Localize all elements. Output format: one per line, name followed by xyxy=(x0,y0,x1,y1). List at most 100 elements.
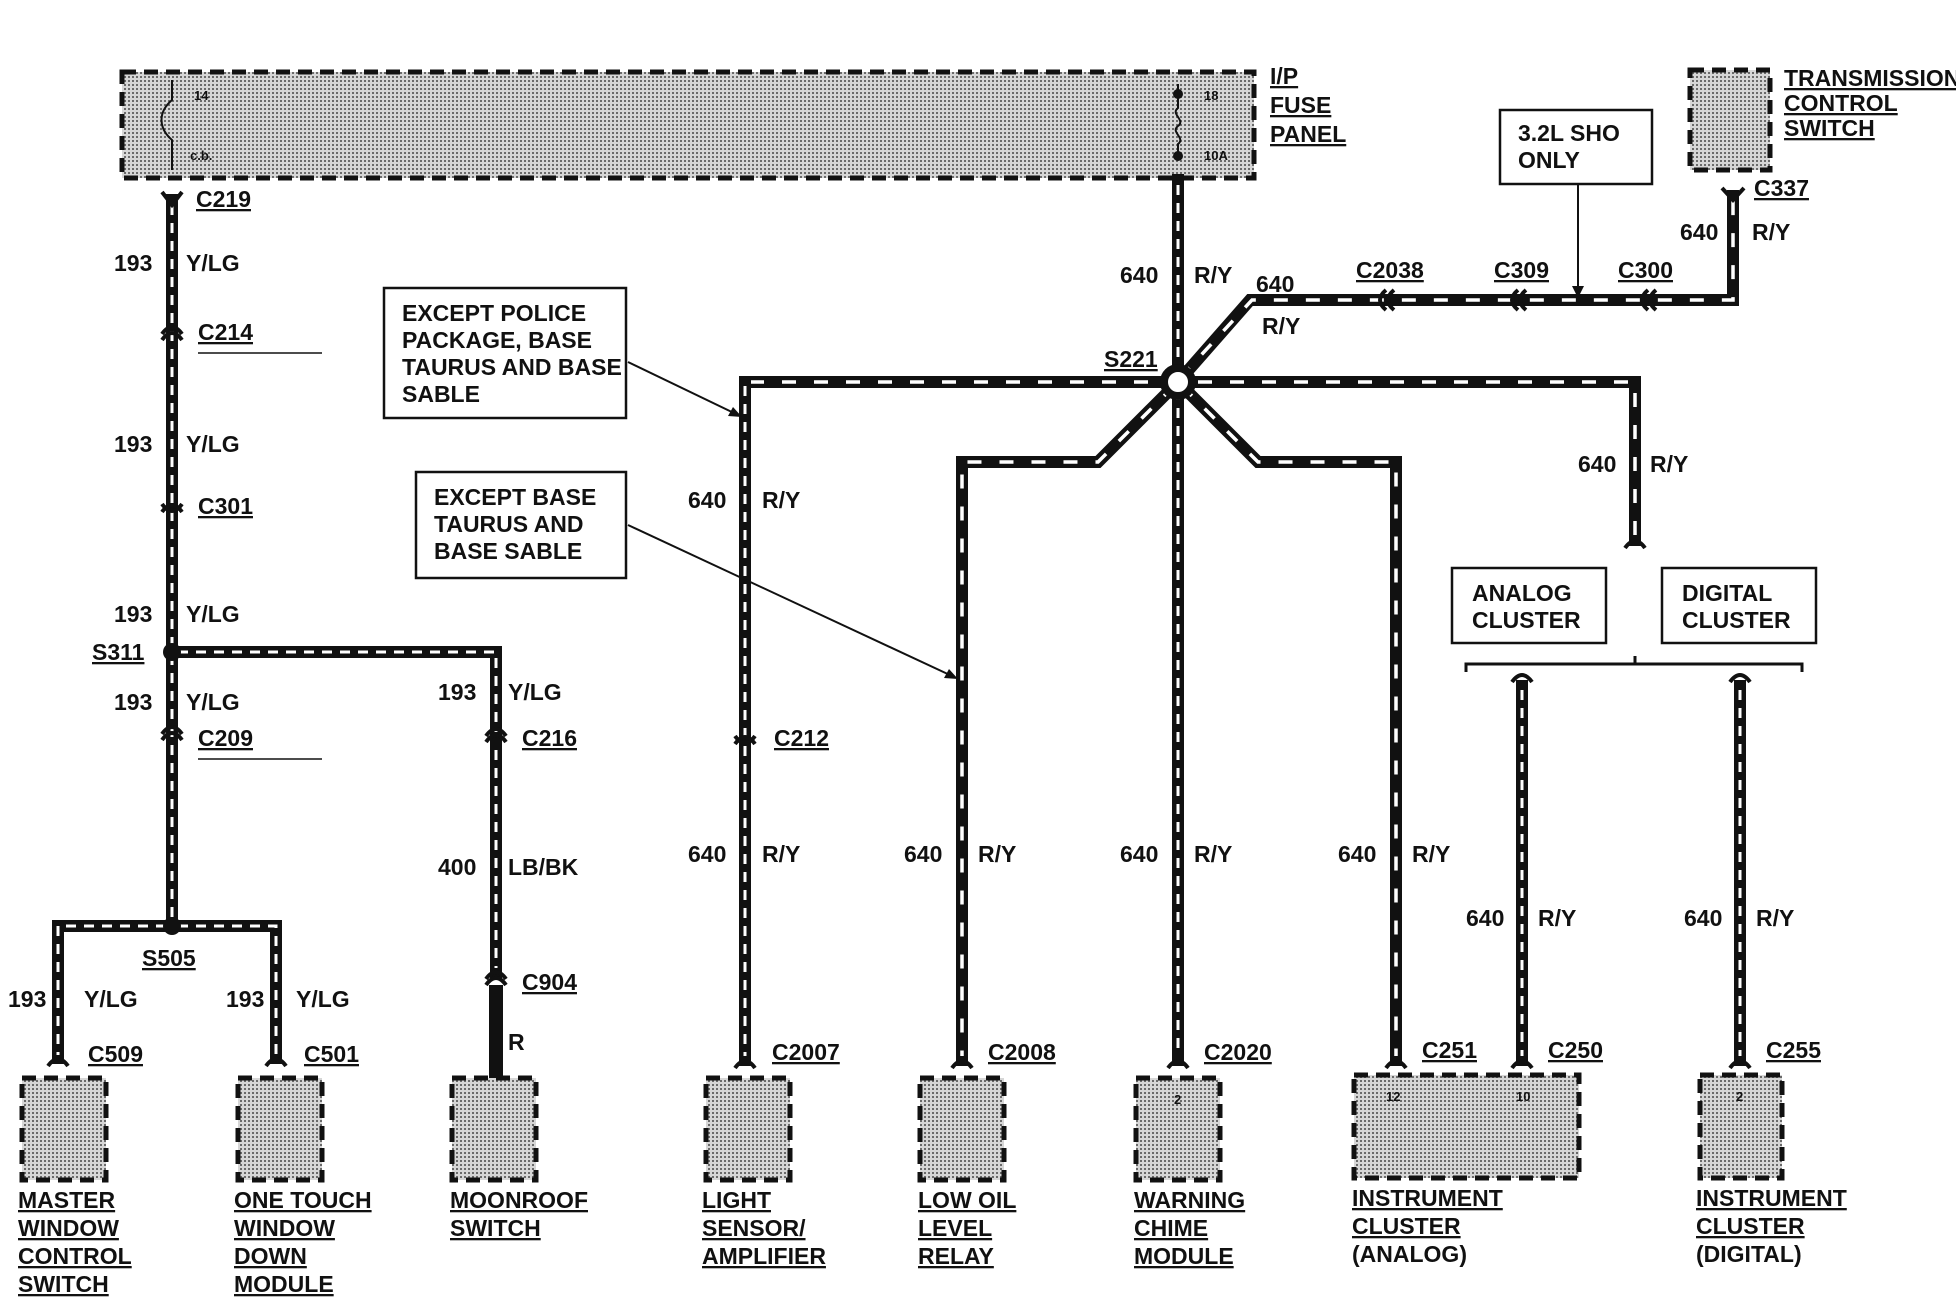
connector-c250 xyxy=(1510,1059,1534,1070)
fuse-panel-label-3: PANEL xyxy=(1270,121,1346,147)
fuse-panel-label-2: FUSE xyxy=(1270,92,1331,118)
wire-400-label: 400 xyxy=(438,854,476,880)
splice-s311-label: S311 xyxy=(92,639,145,665)
wire-ylg-label-5: Y/LG xyxy=(508,679,562,705)
pointer-sho-only xyxy=(1572,184,1584,298)
note-except-police xyxy=(382,286,628,420)
wire-ylg-label-7: Y/LG xyxy=(296,986,350,1012)
warning-chime-label-1: WARNING xyxy=(1134,1187,1245,1213)
connector-c212 xyxy=(733,734,757,746)
note-police-line-3: TAURUS AND BASE xyxy=(402,354,622,380)
connector-c501-label: C501 xyxy=(304,1041,359,1067)
wire-640-label-trans: 640 xyxy=(1256,271,1294,297)
note-except-base xyxy=(414,470,628,580)
note-base-line-1: EXCEPT BASE xyxy=(434,484,596,510)
connector-c2008 xyxy=(950,1059,974,1070)
connector-c2007 xyxy=(733,1059,757,1070)
cluster-digital-label-3: (DIGITAL) xyxy=(1696,1241,1802,1267)
connector-c251-label: C251 xyxy=(1422,1037,1477,1063)
light-sensor-label-2: SENSOR/ xyxy=(702,1215,806,1241)
connector-c337-label: C337 xyxy=(1754,175,1809,201)
moonroof-label-2: SWITCH xyxy=(450,1215,541,1241)
trans-switch-label-1: TRANSMISSION xyxy=(1784,65,1956,91)
one-touch-label-3: DOWN xyxy=(234,1243,307,1269)
circuit-640-cluster xyxy=(1169,373,1402,1066)
pin-digital: 2 xyxy=(1736,1089,1743,1104)
connector-c2020-label: C2020 xyxy=(1204,1039,1272,1065)
connector-c309-label: C309 xyxy=(1494,257,1549,283)
warning-chime-label-3: MODULE xyxy=(1134,1243,1234,1269)
connector-c501 xyxy=(264,1057,288,1068)
light-sensor-label-3: AMPLIFIER xyxy=(702,1243,826,1269)
connector-analog-top xyxy=(1510,673,1534,684)
wire-193-label-1: 193 xyxy=(114,250,152,276)
wire-ry-label-light: R/Y xyxy=(762,841,800,867)
low-oil-level-relay xyxy=(917,1075,1007,1183)
wire-640-label-cluster: 640 xyxy=(1338,841,1376,867)
wire-ry-label-trans-branch: R/Y xyxy=(1650,451,1688,477)
connector-c255-label: C255 xyxy=(1766,1037,1821,1063)
wire-640-label-oil: 640 xyxy=(904,841,942,867)
low-oil-label-3: RELAY xyxy=(918,1243,994,1269)
instrument-cluster-digital xyxy=(1697,1072,1785,1181)
master-window-label-1: MASTER xyxy=(18,1187,116,1213)
connector-c2038 xyxy=(1378,288,1396,312)
wire-ylg-label-4: Y/LG xyxy=(186,689,240,715)
connector-c309 xyxy=(1510,288,1528,312)
warning-chime-module xyxy=(1133,1075,1223,1183)
wire-640-label-feed: 640 xyxy=(1120,262,1158,288)
fuse-14-number: 14 xyxy=(194,88,209,103)
pointer-except-police xyxy=(627,361,742,417)
wire-640-label-digital: 640 xyxy=(1684,905,1722,931)
splice-s311 xyxy=(163,643,181,661)
note-sho-line-1: 3.2L SHO xyxy=(1518,120,1620,146)
wire-640-label-chime: 640 xyxy=(1120,841,1158,867)
circuit-640-low-oil xyxy=(956,373,1187,1066)
fuse-18 xyxy=(1173,84,1183,161)
connector-c250-label: C250 xyxy=(1548,1037,1603,1063)
wire-640-label-trans-branch: 640 xyxy=(1578,451,1616,477)
wire-ry-label-chime: R/Y xyxy=(1194,841,1232,867)
connector-trans-branch xyxy=(1623,539,1647,550)
master-window-label-3: CONTROL xyxy=(18,1243,132,1269)
note-police-line-1: EXCEPT POLICE xyxy=(402,300,586,326)
wire-ylg-label-6: Y/LG xyxy=(84,986,138,1012)
connector-c300 xyxy=(1640,288,1658,312)
note-base-line-3: BASE SABLE xyxy=(434,538,582,564)
instrument-cluster-analog xyxy=(1351,1072,1582,1181)
circuit-193-to-moonroof xyxy=(166,646,502,741)
master-window-label-4: SWITCH xyxy=(18,1271,109,1297)
moonroof-label-1: MOONROOF xyxy=(450,1187,588,1213)
connector-c904-label: C904 xyxy=(522,969,577,995)
note-police-line-2: PACKAGE, BASE xyxy=(402,327,592,353)
trans-switch-label-2: CONTROL xyxy=(1784,90,1898,116)
wire-193-label-6: 193 xyxy=(8,986,46,1012)
low-oil-label-2: LEVEL xyxy=(918,1215,992,1241)
note-analog-line-2: CLUSTER xyxy=(1472,607,1581,633)
wire-ylg-label-3: Y/LG xyxy=(186,601,240,627)
wire-193-label-4: 193 xyxy=(114,689,152,715)
connector-c219-label: C219 xyxy=(196,186,251,212)
one-touch-label-1: ONE TOUCH xyxy=(234,1187,372,1213)
warning-chime-label-2: CHIME xyxy=(1134,1215,1208,1241)
connector-c212-label: C212 xyxy=(774,725,829,751)
note-digital-line-1: DIGITAL xyxy=(1682,580,1772,606)
connector-c300-label: C300 xyxy=(1618,257,1673,283)
low-oil-label-1: LOW OIL xyxy=(918,1187,1016,1213)
cluster-option-brace xyxy=(1464,662,1804,672)
connector-c214 xyxy=(160,325,184,342)
wire-ry-label-digital: R/Y xyxy=(1756,905,1794,931)
note-analog-cluster xyxy=(1450,566,1608,645)
connector-c2008-label: C2008 xyxy=(988,1039,1056,1065)
one-touch-window-down-module xyxy=(235,1075,325,1183)
connector-c2038-label: C2038 xyxy=(1356,257,1424,283)
wire-ylg-label-2: Y/LG xyxy=(186,431,240,457)
note-sho-line-2: ONLY xyxy=(1518,147,1580,173)
connector-c209 xyxy=(160,725,184,742)
circuit-640-to-trans-switch xyxy=(1169,190,1739,391)
cluster-digital-label-2: CLUSTER xyxy=(1696,1213,1805,1239)
note-analog-line-1: ANALOG xyxy=(1472,580,1572,606)
fuse-14-type: c.b. xyxy=(190,148,212,163)
wire-lbbk-label: LB/BK xyxy=(508,854,579,880)
